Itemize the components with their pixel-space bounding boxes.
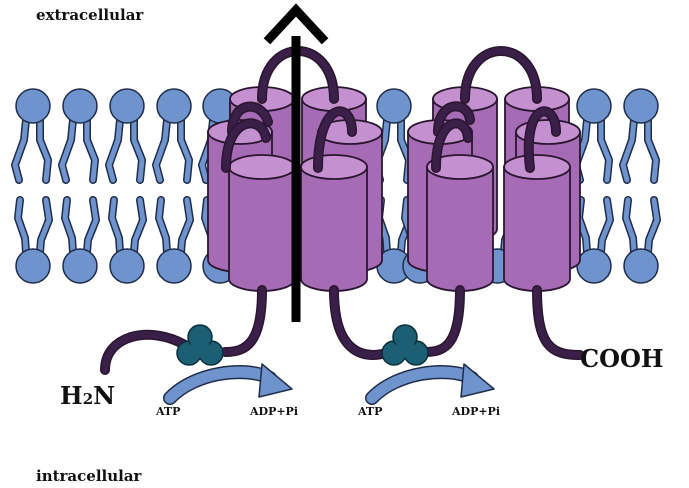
phospholipid-inner [63, 200, 97, 283]
atp-binding-domain [177, 325, 223, 365]
reaction-arrow-head [461, 364, 494, 397]
adp-label-1: ADP+Pi [250, 405, 298, 418]
extracellular-label: extracellular [36, 6, 143, 24]
helix-top [301, 155, 367, 179]
atp-binding-domains [177, 325, 428, 365]
helix-side [229, 167, 295, 291]
transport-arrow-head [270, 10, 322, 38]
reaction-arrow [170, 364, 292, 398]
atp-binding-core [190, 338, 210, 358]
cytoplasmic-loop-outline [334, 290, 390, 355]
n-terminus-n: N [93, 381, 115, 410]
lipid-head [63, 249, 97, 283]
helix-cylinder [301, 155, 367, 291]
lipid-head [157, 249, 191, 283]
helix-cylinder [427, 155, 493, 291]
helix-top [229, 155, 295, 179]
phospholipid-inner [624, 200, 658, 283]
lipid-head [377, 89, 411, 123]
phospholipid-inner [110, 200, 144, 283]
intracellular-label: intracellular [36, 467, 141, 485]
lipid-head [16, 249, 50, 283]
n-terminus-label: H2N [60, 381, 115, 410]
lipid-head [63, 89, 97, 123]
cytoplasmic-tails [105, 290, 580, 370]
lipid-head [577, 249, 611, 283]
lipid-head [110, 249, 144, 283]
helix-top [504, 155, 570, 179]
reaction-arrow [372, 364, 494, 398]
c-terminus-label: COOH [580, 344, 664, 373]
lipid-head [16, 89, 50, 123]
helix-cylinder [229, 155, 295, 291]
reaction-arrow-head [259, 364, 292, 397]
atp-binding-core [395, 338, 415, 358]
helix-side [301, 167, 367, 291]
n-terminal-tail [105, 335, 185, 370]
phospholipid-outer [109, 89, 144, 180]
lipid-head [624, 89, 658, 123]
phospholipid-outer [623, 89, 658, 180]
lipid-head [157, 89, 191, 123]
atp-label-2: ATP [358, 405, 382, 418]
helix-side [504, 167, 570, 291]
n-terminus-h: H [60, 381, 83, 410]
phospholipid-inner [577, 200, 611, 283]
adp-label-2: ADP+Pi [452, 405, 500, 418]
n-terminus-subscript: 2 [83, 390, 93, 408]
c-terminal-tail-outline [537, 290, 580, 355]
helix-side [427, 167, 493, 291]
atp-binding-domain [382, 325, 428, 365]
atp-label-1: ATP [156, 405, 180, 418]
lipid-head [110, 89, 144, 123]
lipid-head [577, 89, 611, 123]
phospholipid-outer [576, 89, 611, 180]
helix-cylinder [504, 155, 570, 291]
phospholipid-inner [16, 200, 50, 283]
lipid-head [624, 249, 658, 283]
phospholipid-outer [15, 89, 50, 180]
phospholipid-outer [62, 89, 97, 180]
phospholipid-outer [156, 89, 191, 180]
reaction-arrows [170, 364, 494, 398]
phospholipid-inner [157, 200, 191, 283]
